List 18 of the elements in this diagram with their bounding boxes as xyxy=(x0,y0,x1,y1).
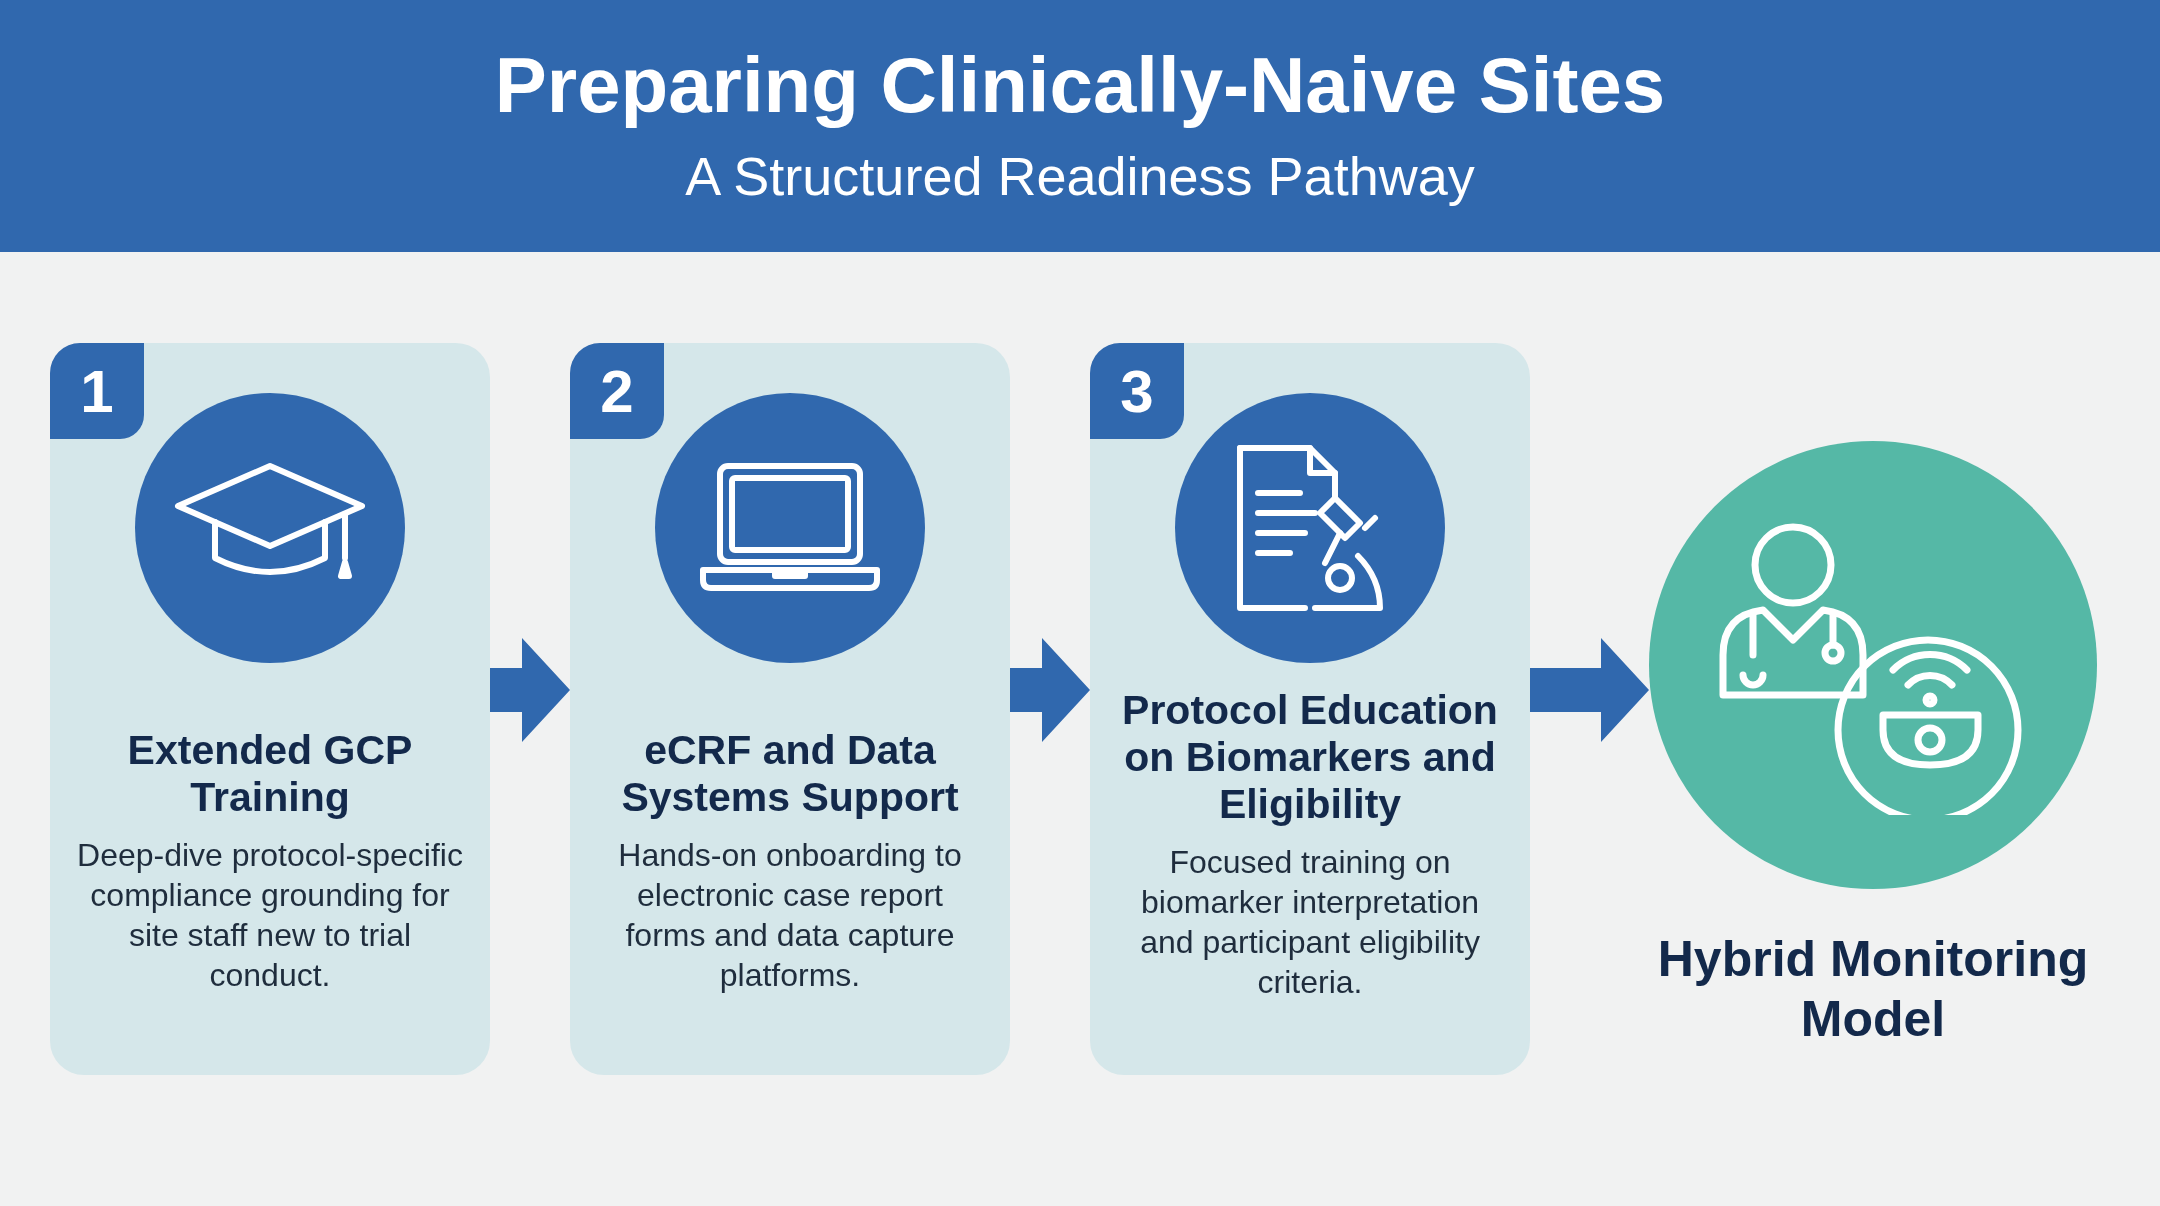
outcome-title: Hybrid Monitoring Model xyxy=(1656,930,2090,1049)
step-title: eCRF and Data Systems Support xyxy=(620,727,960,822)
step-card xyxy=(570,343,1010,1075)
step-title: Extended GCP Training xyxy=(126,727,414,822)
step-title: Protocol Education on Biomarkers and Eligibility xyxy=(1121,687,1499,829)
subtitle: A Structured Readiness Pathway xyxy=(684,145,1476,207)
step-card xyxy=(1090,343,1530,1075)
arrow xyxy=(1010,638,1090,742)
title: Preparing Clinically-Naive Sites xyxy=(493,40,1667,131)
arrow xyxy=(1530,638,1649,742)
step-number-badge: 1 xyxy=(50,343,144,439)
step-number-badge: 3 xyxy=(1090,343,1184,439)
step-description: Hands-on onboarding to electronic case report forms and data capture platforms. xyxy=(617,836,963,996)
step-description: Focused training on biomarker interpretation and participant eligibility criteria. xyxy=(1139,843,1481,1003)
step-description: Deep-dive protocol-specific compliance grounding for site staff new to trial conduct. xyxy=(76,836,464,996)
arrow xyxy=(490,638,570,742)
step-number-badge: 2 xyxy=(570,343,664,439)
step-card xyxy=(50,343,490,1075)
